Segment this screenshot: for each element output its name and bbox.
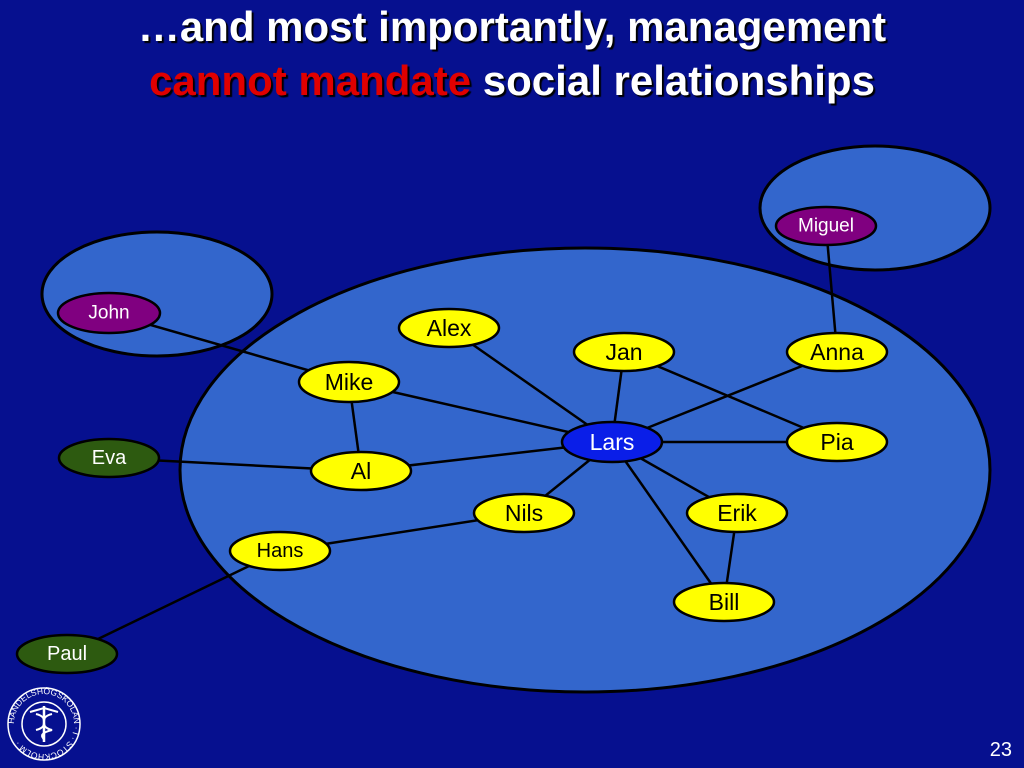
node-ellipse-lars: [560, 420, 664, 464]
node-nils: Nils: [472, 492, 576, 534]
node-hans: Hans: [228, 530, 332, 572]
node-label-hans: Hans: [257, 540, 304, 562]
main-group-ellipse: [178, 246, 992, 694]
node-lars: Lars: [560, 420, 664, 464]
node-paul: Paul: [15, 633, 119, 675]
node-ellipse-jan: [572, 331, 676, 373]
node-pia: Pia: [785, 421, 889, 463]
slide-title-line1: …and most importantly, management: [0, 2, 1024, 52]
node-label-eva: Eva: [92, 447, 127, 469]
node-ellipse-alex: [397, 307, 501, 349]
title-line1-text: …and most importantly, management: [137, 3, 887, 50]
node-label-jan: Jan: [605, 339, 642, 365]
node-label-john: John: [88, 303, 129, 324]
node-ellipse-miguel: [774, 205, 878, 247]
node-label-bill: Bill: [709, 589, 740, 615]
node-ellipse-mike: [297, 360, 401, 404]
node-label-al: Al: [351, 458, 371, 484]
title-line2-rest-text: social relationships: [471, 57, 875, 104]
node-ellipse-paul: [15, 633, 119, 675]
node-alex: Alex: [397, 307, 501, 349]
node-label-lars: Lars: [590, 429, 635, 455]
node-ellipse-anna: [785, 331, 889, 373]
node-ellipse-bill: [672, 581, 776, 623]
node-label-anna: Anna: [810, 339, 864, 365]
title-accent-text: cannot mandate: [149, 57, 472, 104]
node-label-paul: Paul: [47, 643, 87, 665]
node-bill: Bill: [672, 581, 776, 623]
node-label-nils: Nils: [505, 500, 543, 526]
node-erik: Erik: [685, 492, 789, 534]
page-number: 23: [989, 739, 1012, 761]
edge-lars-bill: [610, 441, 726, 603]
edge-hans-paul: [66, 549, 281, 656]
node-anna: Anna: [785, 331, 889, 373]
edge-alex-lars: [448, 326, 613, 444]
node-ellipse-eva: [57, 437, 161, 479]
edge-jan-pia: [623, 350, 838, 444]
node-label-alex: Alex: [427, 315, 472, 341]
node-eva: Eva: [57, 437, 161, 479]
node-ellipse-erik: [685, 492, 789, 534]
node-al: Al: [309, 450, 413, 492]
slide-title-line2: cannot mandate social relationships: [0, 56, 1024, 106]
node-label-miguel: Miguel: [798, 216, 854, 237]
node-ellipse-nils: [472, 492, 576, 534]
edge-anna-lars: [611, 350, 838, 444]
node-label-pia: Pia: [820, 429, 853, 455]
node-john: John: [56, 291, 162, 335]
node-label-erik: Erik: [717, 500, 757, 526]
node-ellipse-hans: [228, 530, 332, 572]
node-ellipse-al: [309, 450, 413, 492]
edge-miguel-anna: [824, 225, 839, 353]
left-group-ellipse: [40, 230, 274, 358]
top-right-group-ellipse: [758, 144, 992, 272]
node-label-mike: Mike: [325, 369, 374, 395]
node-jan: Jan: [572, 331, 676, 373]
node-ellipse-pia: [785, 421, 889, 463]
node-ellipse-john: [56, 291, 162, 335]
node-miguel: Miguel: [774, 205, 878, 247]
node-mike: Mike: [297, 360, 401, 404]
university-seal-icon: HANDELSHÖGSKOLAN · I · STOCKHOLM ·: [6, 686, 82, 762]
